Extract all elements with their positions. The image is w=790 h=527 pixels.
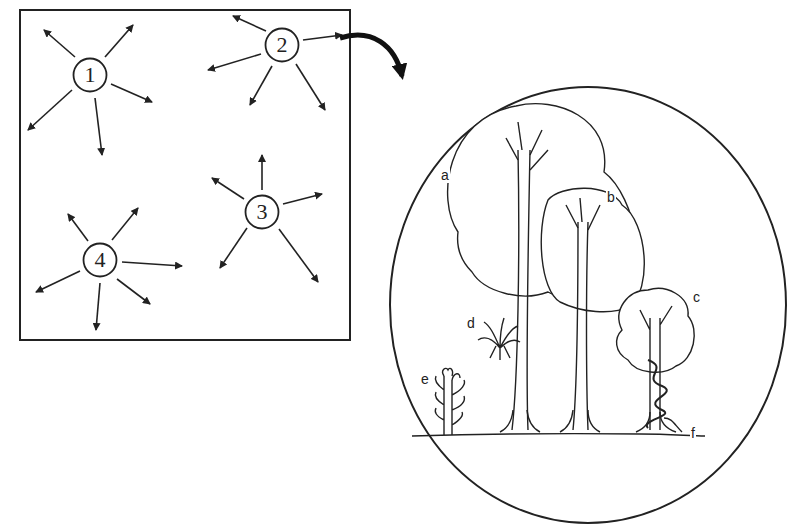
part-letter: a [440, 168, 450, 183]
callout-number: 1 [85, 64, 96, 86]
number-circle: 1 [72, 57, 108, 93]
number-circle: 2 [264, 27, 300, 63]
callout-number: 4 [95, 249, 106, 271]
number-circle: 3 [244, 194, 280, 230]
part-letter: c [692, 290, 701, 305]
dispersal-arrows [28, 16, 342, 330]
part-letter: e [420, 372, 430, 387]
part-letter: d [466, 316, 476, 331]
callout-number: 3 [257, 201, 268, 223]
number-circle: 4 [82, 242, 118, 278]
part-letter: b [606, 190, 616, 205]
area-square [20, 10, 350, 340]
magnify-arrow [340, 35, 402, 76]
magnified-view [390, 87, 786, 523]
forest-trees [412, 104, 705, 436]
callout-number: 2 [277, 34, 288, 56]
part-letter: f [690, 426, 696, 441]
